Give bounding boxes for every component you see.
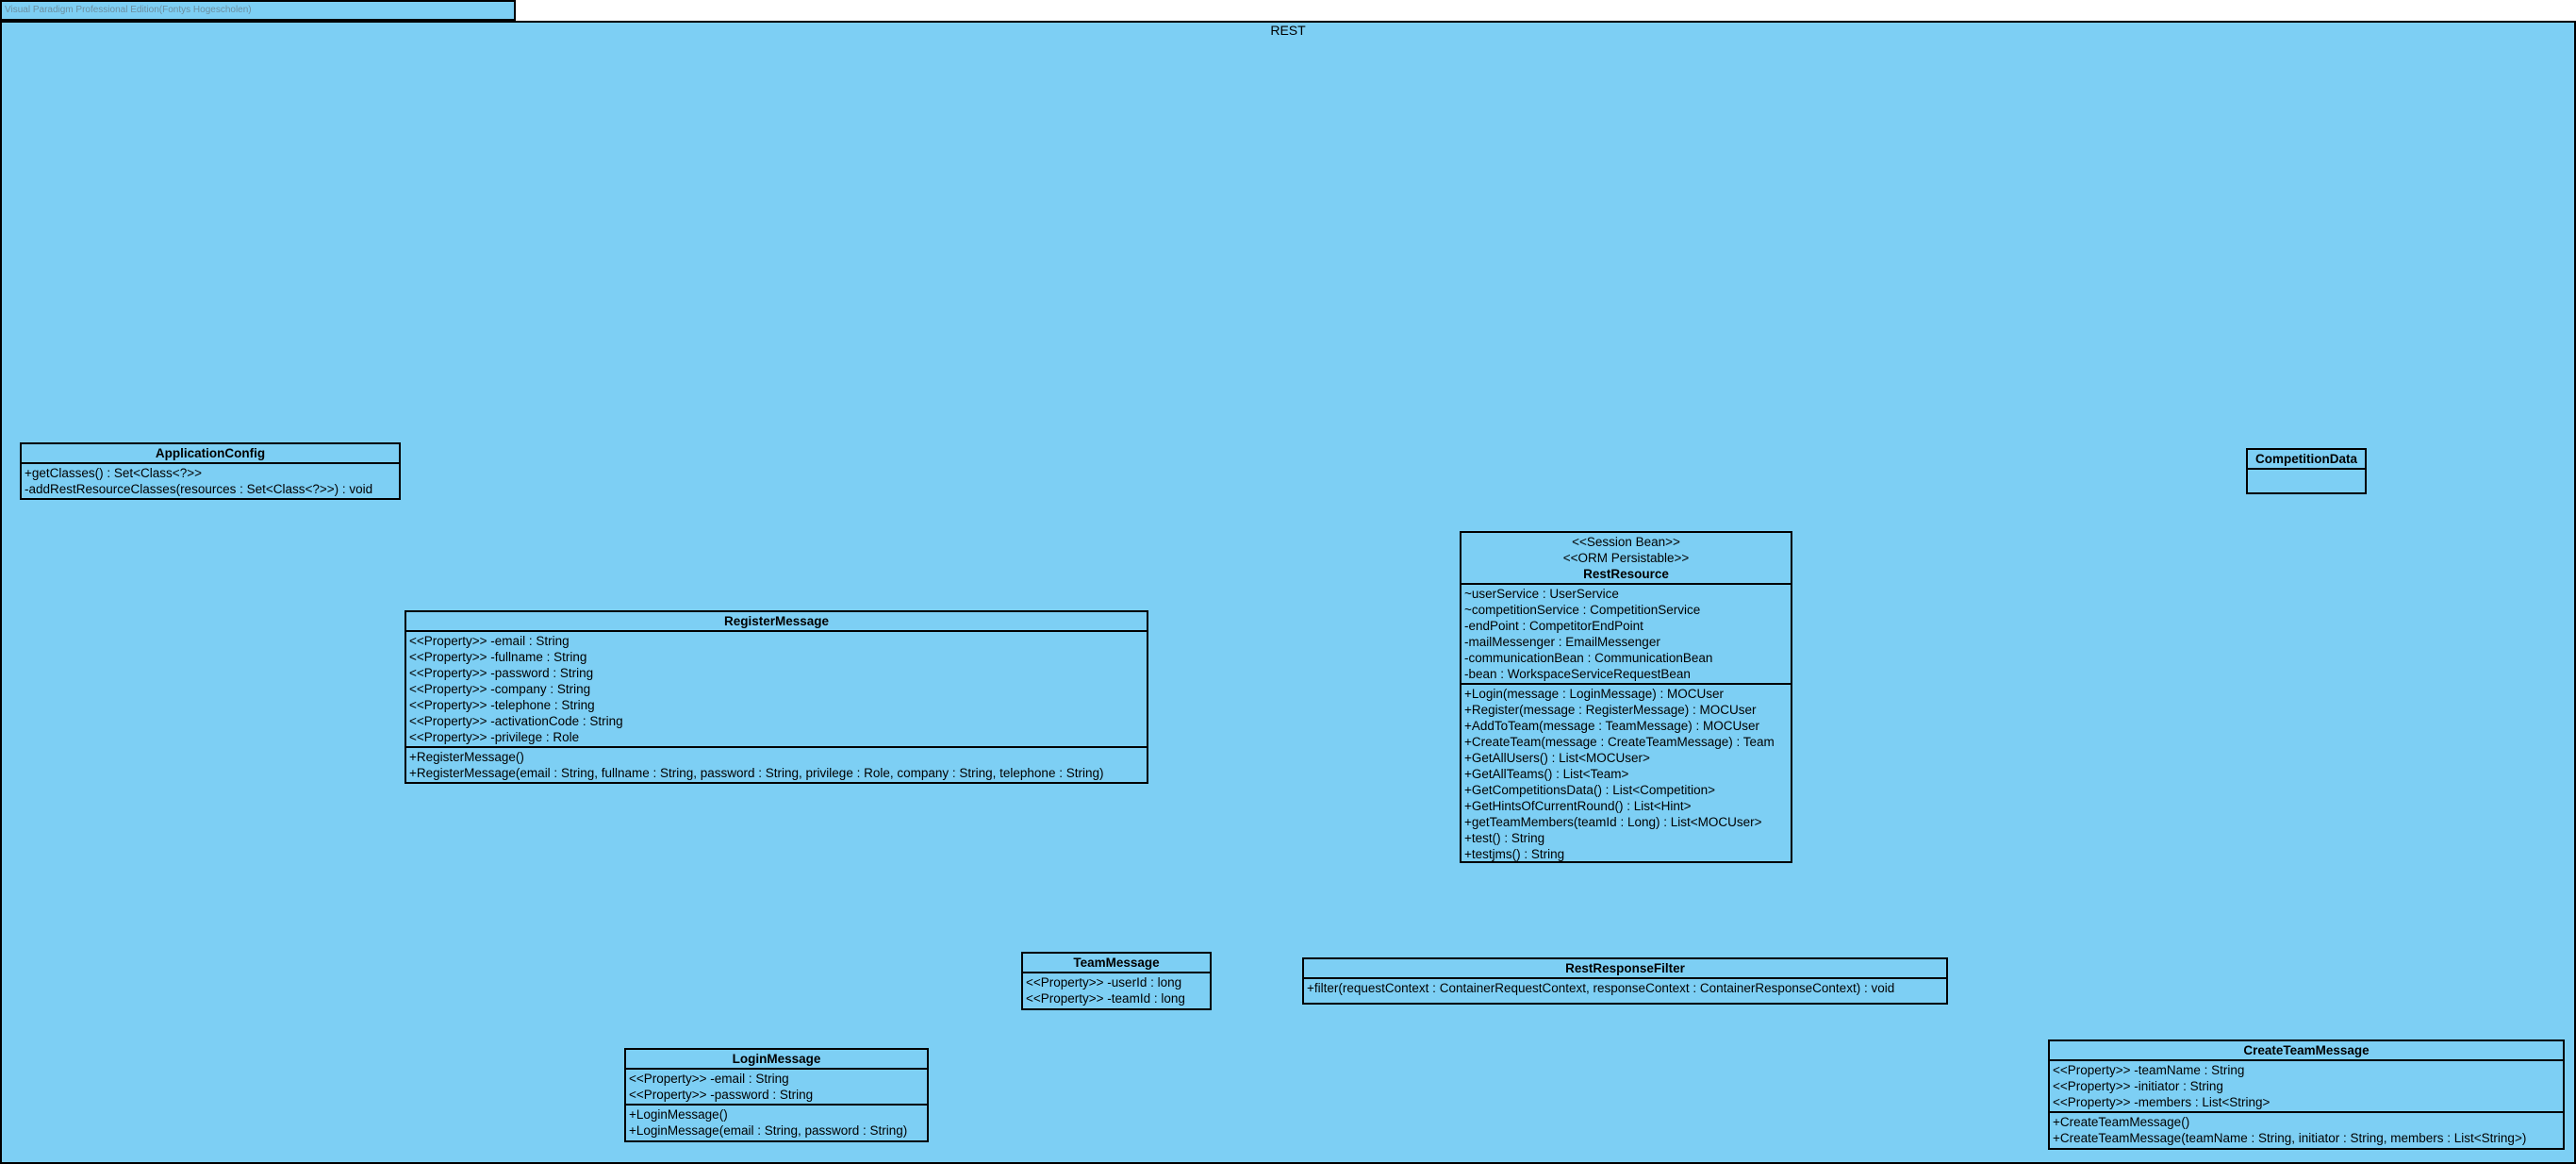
- package-rest[interactable]: [0, 21, 2576, 1164]
- attribute-row: <<Property>> -email : String: [629, 1072, 789, 1086]
- attribute-row: <<Property>> -password : String: [409, 666, 594, 680]
- attribute-row: <<Property>> -activationCode : String: [409, 714, 623, 728]
- attribute-row: -communicationBean : CommunicationBean: [1464, 651, 1713, 665]
- operations-compartment: +getClasses() : Set<Class<?>> -addRestRes…: [22, 462, 399, 498]
- attribute-row: -mailMessenger : EmailMessenger: [1464, 635, 1660, 649]
- attribute-row: <<Property>> -email : String: [409, 634, 570, 648]
- attribute-row: <<Property>> -privilege : Role: [409, 730, 580, 744]
- stereotype-session-bean: <<Session Bean>>: [1572, 535, 1680, 549]
- operation-row: +CreateTeamMessage(): [2053, 1115, 2190, 1129]
- class-name: RegisterMessage: [723, 614, 830, 628]
- attributes-compartment: <<Property>> -email : String <<Property>>…: [626, 1068, 927, 1104]
- operation-row: +GetHintsOfCurrentRound() : List<Hint>: [1464, 799, 1692, 813]
- attribute-row: ~userService : UserService: [1464, 587, 1619, 601]
- operation-row: +test() : String: [1464, 831, 1545, 845]
- attributes-compartment: <<Property>> -userId : long <<Property>> …: [1023, 972, 1210, 1007]
- class-rest-resource[interactable]: <<Session Bean>> <<ORM Persistable>> Res…: [1460, 531, 1792, 863]
- operation-row: -addRestResourceClasses(resources : Set<…: [25, 482, 373, 496]
- package-tab: Visual Paradigm Professional Edition(Fon…: [0, 0, 516, 21]
- attributes-compartment: <<Property>> -email : String <<Property>>…: [406, 630, 1147, 746]
- attribute-row: <<Property>> -userId : long: [1026, 975, 1182, 989]
- operation-row: +getClasses() : Set<Class<?>>: [25, 466, 202, 480]
- operations-compartment: +LoginMessage()+LoginMessage(email : Str…: [626, 1104, 927, 1139]
- attribute-row: <<Property>> -telephone : String: [409, 698, 595, 712]
- class-name: LoginMessage: [732, 1052, 821, 1066]
- operation-row: +LoginMessage(): [629, 1107, 728, 1122]
- operation-row: +getTeamMembers(teamId : Long) : List<MO…: [1464, 815, 1762, 829]
- attributes-compartment: ~userService : UserService ~competitionSe…: [1461, 583, 1791, 683]
- class-name: CompetitionData: [2255, 452, 2357, 466]
- operation-row: +GetAllUsers() : List<MOCUser>: [1464, 751, 1650, 765]
- class-competition-data[interactable]: CompetitionData: [2246, 448, 2367, 494]
- package-name: REST: [1270, 23, 1306, 38]
- class-name: CreateTeamMessage: [2243, 1043, 2370, 1057]
- operation-row: +filter(requestContext : ContainerReques…: [1307, 981, 1895, 995]
- operation-row: +GetAllTeams() : List<Team>: [1464, 767, 1629, 781]
- attribute-row: -bean : WorkspaceServiceRequestBean: [1464, 667, 1691, 681]
- operation-row: +Register(message : RegisterMessage) : M…: [1464, 703, 1757, 717]
- attribute-row: <<Property>> -company : String: [409, 682, 591, 696]
- operation-row: +GetCompetitionsData() : List<Competitio…: [1464, 783, 1715, 797]
- operation-row: +RegisterMessage(): [409, 750, 524, 764]
- class-name: ApplicationConfig: [155, 446, 266, 460]
- operation-row: +testjms() : String: [1464, 847, 1565, 861]
- operations-compartment: +RegisterMessage() +RegisterMessage(email…: [406, 746, 1147, 782]
- attribute-row: ~competitionService : CompetitionService: [1464, 603, 1701, 617]
- class-name: RestResponseFilter: [1565, 961, 1685, 975]
- class-login-message[interactable]: LoginMessage <<Property>> -email : Strin…: [624, 1048, 929, 1142]
- class-name: TeamMessage: [1073, 956, 1160, 970]
- attribute-row: <<Property>> -members : List<String>: [2053, 1095, 2271, 1109]
- class-team-message[interactable]: TeamMessage <<Property>> -userId : long<…: [1021, 952, 1212, 1010]
- stereotype-orm-persistable: <<ORM Persistable>>: [1562, 551, 1690, 565]
- attribute-row: <<Property>> -password : String: [629, 1088, 814, 1102]
- class-rest-response-filter[interactable]: RestResponseFilter +filter(requestContex…: [1302, 957, 1948, 1005]
- operation-row: +AddToTeam(message : TeamMessage) : MOCU…: [1464, 719, 1759, 733]
- operations-compartment: +CreateTeamMessage() +CreateTeamMessage(t…: [2050, 1111, 2563, 1147]
- class-application-config[interactable]: ApplicationConfig +getClasses() : Set<Cl…: [20, 442, 401, 500]
- operation-row: +RegisterMessage(email : String, fullnam…: [409, 766, 1104, 780]
- operation-row: +LoginMessage(email : String, password :…: [629, 1123, 908, 1138]
- operation-row: +CreateTeam(message : CreateTeamMessage)…: [1464, 735, 1775, 749]
- class-name: RestResource: [1583, 567, 1669, 581]
- attribute-row: <<Property>> -teamId : long: [1026, 991, 1185, 1006]
- attribute-row: -endPoint : CompetitorEndPoint: [1464, 619, 1643, 633]
- operation-row: +CreateTeamMessage(teamName : String, in…: [2053, 1131, 2527, 1145]
- class-register-message[interactable]: RegisterMessage <<Property>> -email : St…: [405, 610, 1148, 784]
- attribute-row: <<Property>> -initiator : String: [2053, 1079, 2223, 1093]
- operations-compartment: +Login(message : LoginMessage) : MOCUser…: [1461, 683, 1791, 863]
- operations-compartment: +filter(requestContext : ContainerReques…: [1304, 977, 1946, 997]
- attribute-row: <<Property>> -fullname : String: [409, 650, 587, 664]
- attributes-compartment: [2248, 468, 2365, 492]
- attribute-row: <<Property>> -teamName : String: [2053, 1063, 2245, 1077]
- operation-row: +Login(message : LoginMessage) : MOCUser: [1464, 687, 1724, 701]
- class-create-team-message[interactable]: CreateTeamMessage <<Property>> -teamName…: [2048, 1039, 2565, 1150]
- attributes-compartment: <<Property>> -teamName : String <<Propert…: [2050, 1059, 2563, 1111]
